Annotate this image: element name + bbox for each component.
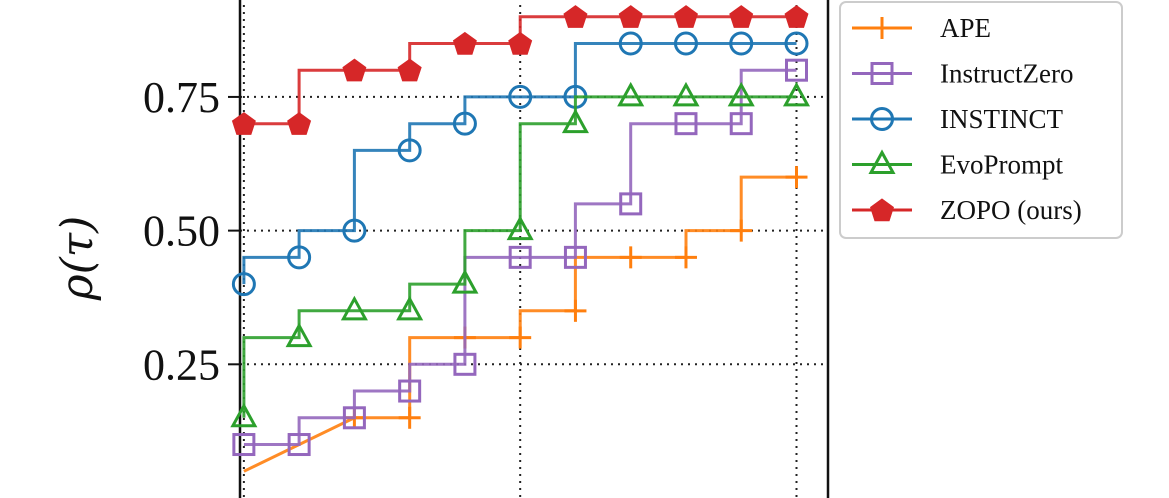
data-point-instinct	[508, 84, 533, 109]
data-point-evoprompt	[617, 81, 645, 107]
data-point-evoprompt	[451, 268, 479, 294]
data-point-instinct	[231, 272, 256, 297]
legend-item-evoprompt: EvoPrompt	[852, 149, 1064, 180]
data-point-instructzero	[729, 112, 753, 136]
data-point-ape	[619, 246, 642, 269]
data-point-ape	[674, 246, 697, 269]
data-point-zopo-ours	[231, 112, 256, 135]
data-point-zopo-ours	[618, 5, 643, 28]
data-point-ape	[785, 166, 808, 189]
legend-label: APE	[940, 13, 991, 43]
data-point-instructzero	[232, 433, 256, 457]
data-point-instructzero	[287, 433, 311, 457]
data-point-instructzero	[342, 406, 366, 430]
legend-marker	[870, 107, 894, 131]
data-point-instinct	[729, 31, 754, 56]
data-point-instinct	[342, 218, 367, 243]
data-point-instructzero	[619, 192, 643, 216]
data-point-ape	[730, 219, 753, 242]
legend-item-ape: APE	[852, 13, 991, 43]
data-point-evoprompt	[782, 81, 811, 107]
legend-label: INSTINCT	[940, 104, 1063, 134]
series-zopo-ours	[231, 5, 809, 135]
data-point-evoprompt	[230, 402, 258, 428]
series-line-evoprompt	[242, 95, 797, 418]
legend-box	[839, 1, 1123, 239]
data-point-instructzero	[785, 58, 808, 82]
y-tick-label: 0.25	[143, 340, 220, 389]
legend-item-zopo-ours: ZOPO (ours)	[852, 195, 1082, 225]
data-point-evoprompt	[340, 295, 368, 321]
data-point-evoprompt	[672, 81, 700, 107]
data-point-zopo-ours	[287, 112, 312, 135]
data-point-evoprompt	[285, 322, 313, 348]
data-point-zopo-ours	[784, 5, 809, 28]
data-point-ape	[564, 299, 587, 322]
legend-label: EvoPrompt	[940, 150, 1064, 180]
series-instructzero	[232, 58, 808, 457]
data-point-instructzero	[563, 245, 587, 269]
data-point-zopo-ours	[397, 58, 422, 82]
data-point-zopo-ours	[563, 5, 588, 28]
data-point-zopo-ours	[674, 5, 698, 28]
data-point-instructzero	[508, 245, 532, 269]
y-axis-label: ρ(τ)	[52, 216, 103, 302]
data-point-instructzero	[453, 352, 477, 376]
data-point-zopo-ours	[342, 58, 367, 82]
data-point-zopo-ours	[452, 31, 477, 55]
legend-marker	[870, 62, 894, 85]
data-point-evoprompt	[561, 108, 589, 134]
legend-marker	[870, 198, 894, 222]
data-point-zopo-ours	[508, 31, 533, 55]
legend-item-instructzero: InstructZero	[852, 59, 1073, 89]
y-tick-label: 0.50	[143, 207, 220, 256]
axes: 0.25 0.50 0.75	[143, 0, 830, 498]
data-point-instructzero	[398, 379, 422, 403]
data-point-instinct	[784, 31, 809, 56]
legend-label: ZOPO (ours)	[940, 195, 1082, 225]
data-point-instinct	[397, 138, 422, 163]
data-point-instructzero	[674, 112, 698, 136]
legend-marker	[868, 149, 896, 174]
data-point-instinct	[287, 245, 312, 270]
data-point-evoprompt	[727, 81, 755, 107]
data-point-instinct	[618, 31, 643, 56]
data-point-instinct	[452, 111, 477, 136]
legend-label: InstructZero	[940, 59, 1073, 89]
data-point-instinct	[673, 31, 698, 56]
data-point-ape	[509, 326, 532, 349]
legend-item-instinct: INSTINCT	[852, 104, 1063, 134]
data-point-zopo-ours	[729, 5, 754, 28]
series-ape	[243, 166, 808, 473]
y-tick-label: 0.75	[143, 73, 220, 122]
series-line-instructzero	[243, 68, 797, 446]
legend-marker	[871, 17, 893, 39]
data-point-evoprompt	[396, 295, 424, 321]
series-layer	[230, 5, 811, 473]
data-point-evoprompt	[506, 215, 534, 241]
series-evoprompt	[230, 81, 811, 428]
data-point-ape	[398, 406, 421, 429]
